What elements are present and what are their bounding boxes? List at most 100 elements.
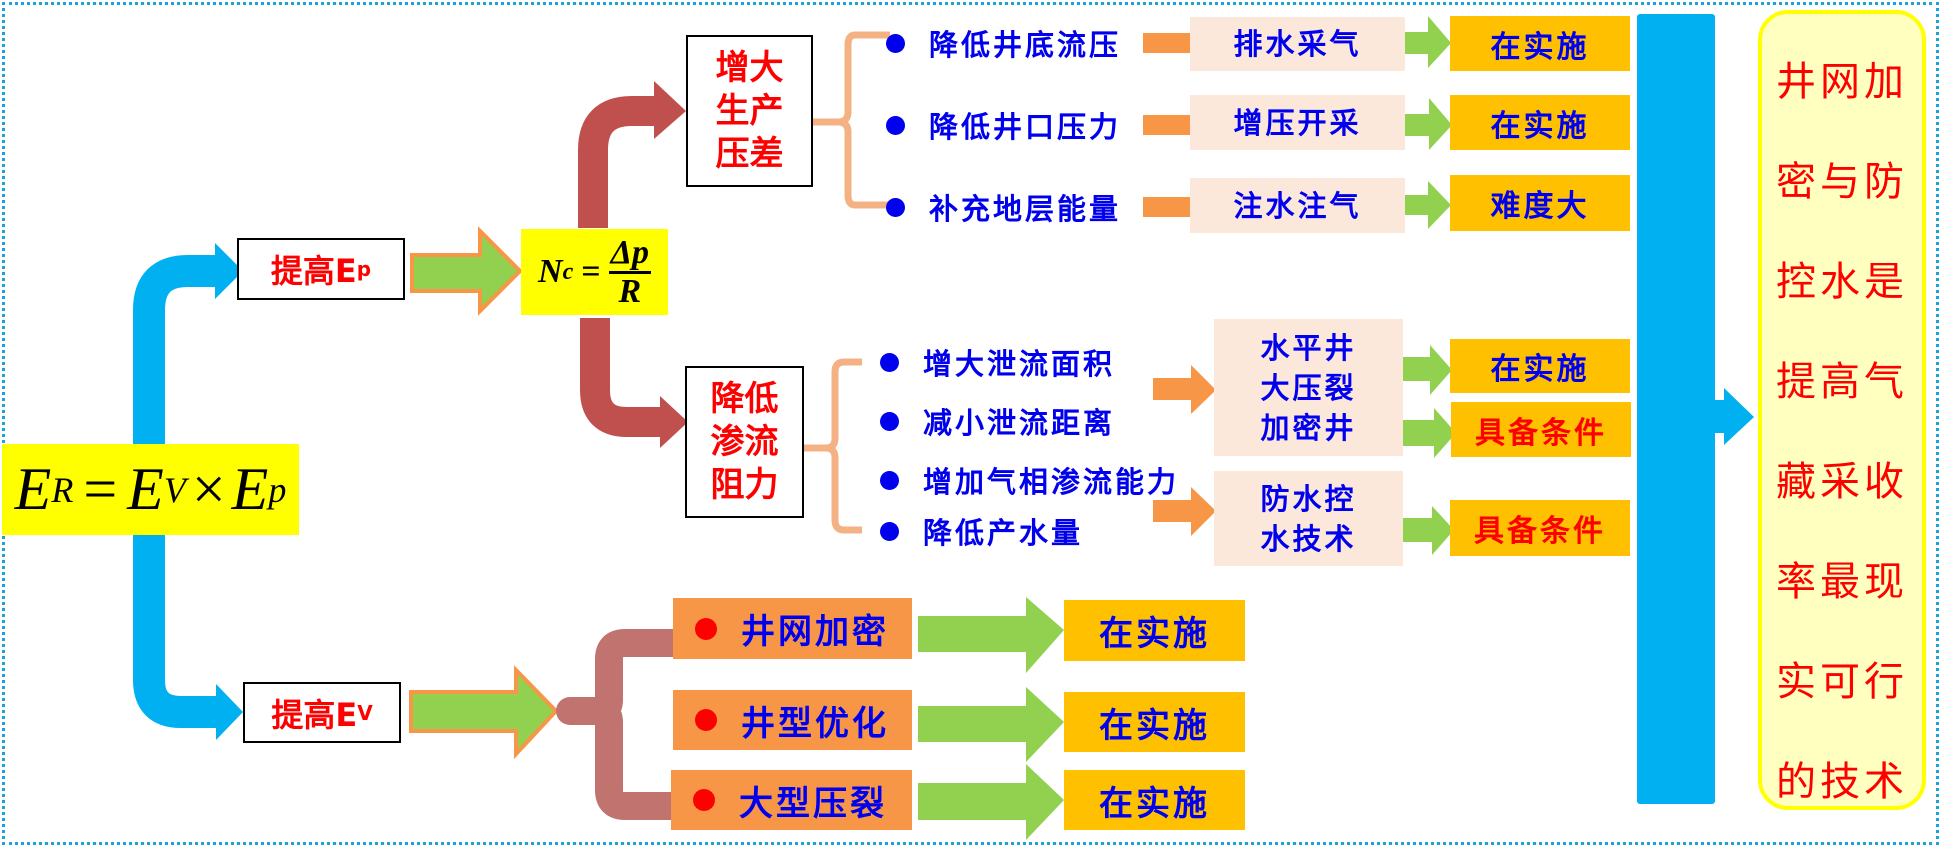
pressure-item: 补充地层能量 xyxy=(886,187,1121,227)
formula-ep: E xyxy=(231,456,269,522)
status-badge: 在实施 xyxy=(1064,770,1245,830)
green-arrows-pressure xyxy=(1392,16,1452,229)
ev-item-text: 大型压裂 xyxy=(739,783,887,824)
ev-item: 大型压裂 xyxy=(671,770,912,830)
conclusion-line: 控水是 xyxy=(1776,259,1908,305)
group-pressure-line: 压差 xyxy=(715,133,784,174)
pressure-item: 降低井底流压 xyxy=(886,23,1121,63)
pressure-method: 注水注气 xyxy=(1190,178,1405,233)
nc-c: c xyxy=(562,258,574,285)
bullet-icon xyxy=(695,709,717,731)
nc-denominator: R xyxy=(618,272,642,310)
pressure-item-text: 补充地层能量 xyxy=(929,192,1122,226)
nc-numerator: Δp xyxy=(608,234,651,274)
formula-er-sub: R xyxy=(51,469,74,510)
bullet-icon xyxy=(886,197,905,217)
pressure-method: 排水采气 xyxy=(1190,17,1405,71)
formula-er: E xyxy=(14,456,52,522)
blue-arrow-down xyxy=(133,535,243,740)
nc-n: N xyxy=(538,253,563,290)
method-line: 水技术 xyxy=(1260,521,1357,556)
resistance-method: 防水控 水技术 xyxy=(1214,471,1403,566)
bullet-icon xyxy=(693,789,715,811)
formula-ev-sub: V xyxy=(163,469,186,510)
resistance-item: 增加气相渗流能力 xyxy=(880,460,1179,500)
group-resistance-line: 阻力 xyxy=(710,464,779,505)
formula-ev: E xyxy=(127,456,164,522)
resistance-item-text: 增大泄流面积 xyxy=(923,347,1116,381)
bullet-icon xyxy=(880,352,899,372)
ev-item-text: 井网加密 xyxy=(741,612,889,652)
bullet-icon xyxy=(880,521,899,541)
group-pressure-box: 增大 生产 压差 xyxy=(686,35,813,187)
method-line: 水平井 xyxy=(1260,330,1357,365)
conclusion-line: 实可行 xyxy=(1776,659,1908,705)
pressure-item-text: 降低井口压力 xyxy=(929,110,1122,144)
method-line: 加密井 xyxy=(1260,410,1357,445)
group-resistance-box: 降低 渗流 阻力 xyxy=(685,366,804,518)
nc-eq: = xyxy=(581,253,601,290)
bullet-icon xyxy=(880,470,899,490)
pressure-method: 增压开采 xyxy=(1190,95,1405,150)
summary-bar xyxy=(1637,14,1715,804)
conclusion-line: 井网加 xyxy=(1776,59,1908,105)
resistance-item-text: 减小泄流距离 xyxy=(923,406,1116,440)
group-pressure-line: 增大 xyxy=(715,47,784,88)
resistance-method: 水平井 大压裂 加密井 xyxy=(1214,319,1403,456)
pressure-item-text: 降低井底流压 xyxy=(929,28,1122,62)
bracket-pressure xyxy=(812,31,890,209)
branch-ev-label: 提高E xyxy=(271,695,358,734)
conclusion-line: 密与防 xyxy=(1776,159,1908,205)
blue-arrow-up xyxy=(133,243,243,444)
method-line: 防水控 xyxy=(1260,481,1357,516)
bracket-resistance xyxy=(803,358,862,534)
resistance-item-text: 增加气相渗流能力 xyxy=(923,465,1180,499)
bullet-icon xyxy=(880,411,899,431)
bullet-icon xyxy=(695,617,717,640)
formula-eq: = xyxy=(83,456,118,522)
formula-times: × xyxy=(191,456,226,522)
conclusion-box: 井网加 密与防 控水是 提高气 藏采收 率最现 实可行 的技术 xyxy=(1758,10,1926,810)
green-arrows-ev xyxy=(918,597,1064,840)
ev-item: 井型优化 xyxy=(673,690,912,750)
branch-ep-sub: p xyxy=(356,257,372,281)
resistance-item: 降低产水量 xyxy=(880,511,1083,551)
pressure-item: 降低井口压力 xyxy=(886,105,1121,145)
status-badge: 难度大 xyxy=(1450,175,1630,231)
status-badge: 在实施 xyxy=(1450,95,1630,150)
status-badge: 在实施 xyxy=(1064,600,1245,661)
formula-ep-sub: p xyxy=(268,469,287,510)
conclusion-line: 率最现 xyxy=(1776,559,1908,605)
ev-item-text: 井型优化 xyxy=(741,703,889,744)
branch-ep-label: 提高E xyxy=(270,252,357,290)
green-arrows-resistance xyxy=(1394,345,1456,555)
bullet-icon xyxy=(886,33,905,53)
status-badge: 具备条件 xyxy=(1451,402,1631,457)
conclusion-line: 藏采收 xyxy=(1776,459,1908,505)
group-pressure-line: 生产 xyxy=(715,90,784,131)
group-resistance-line: 降低 xyxy=(710,378,779,419)
status-badge: 在实施 xyxy=(1450,339,1630,393)
red-arrow-up xyxy=(578,81,686,228)
status-badge: 具备条件 xyxy=(1450,500,1630,556)
green-arrow-ep xyxy=(410,226,523,316)
conclusion-line: 提高气 xyxy=(1776,359,1908,405)
resistance-item-text: 降低产水量 xyxy=(923,516,1084,550)
branch-ev-sub: V xyxy=(357,700,373,725)
resistance-item: 增大泄流面积 xyxy=(880,342,1115,382)
red-arrow-down xyxy=(580,318,688,448)
resistance-item: 减小泄流距离 xyxy=(880,401,1115,441)
bullet-icon xyxy=(886,115,905,135)
method-line: 大压裂 xyxy=(1260,370,1357,405)
status-badge: 在实施 xyxy=(1064,692,1245,752)
status-badge: 在实施 xyxy=(1450,16,1630,71)
bracket-ev xyxy=(556,629,686,820)
group-resistance-line: 渗流 xyxy=(710,421,779,462)
orange-arrows-resistance xyxy=(1153,365,1216,536)
conclusion-line: 的技术 xyxy=(1776,759,1908,805)
